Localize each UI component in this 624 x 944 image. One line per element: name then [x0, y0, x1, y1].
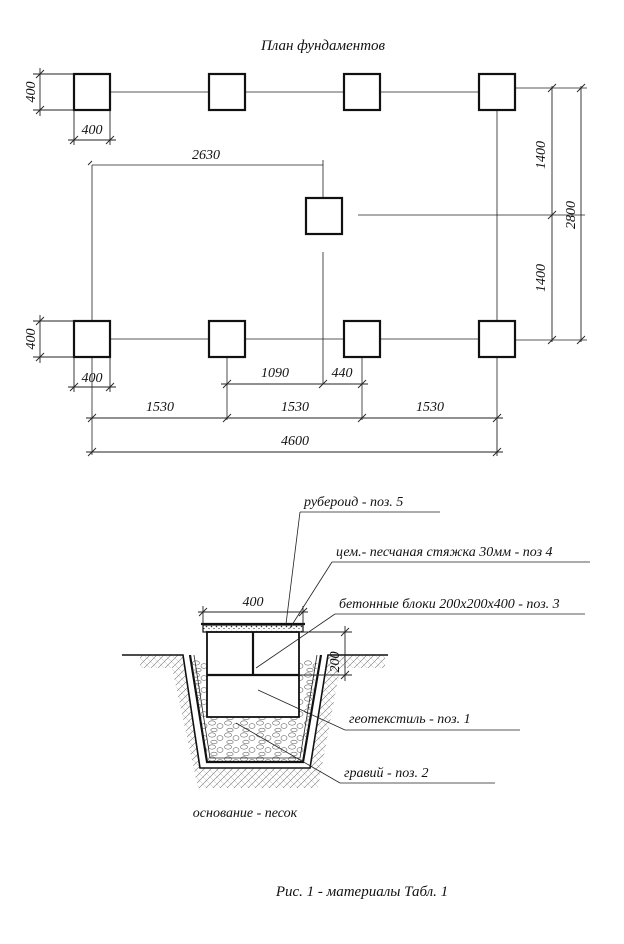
- pile-bottom-4: [477, 319, 517, 359]
- dim-pile-width-top: 400: [68, 110, 116, 145]
- dim-right-vertical: 1400 1400 2800: [534, 83, 586, 345]
- dim-offset-center: 2630: [87, 148, 220, 166]
- screed-layer: [202, 624, 304, 633]
- dim-section-width: 400: [198, 595, 308, 626]
- label-blocks: бетонные блоки 200х200х400 - поз. 3: [255, 597, 585, 669]
- svg-text:1530: 1530: [416, 400, 444, 415]
- pile-bottom-1: [72, 319, 112, 359]
- pile-center: [304, 196, 344, 236]
- svg-text:400: 400: [243, 595, 264, 610]
- svg-text:400: 400: [24, 329, 39, 350]
- svg-text:1400: 1400: [534, 264, 549, 292]
- foundation-plan: План фундаментов: [24, 38, 587, 457]
- pile-top-2: [207, 72, 247, 112]
- soil-hatch: [140, 655, 385, 788]
- dim-pile-height-bottom: 400: [24, 315, 74, 363]
- dim-pile-height-top: 400: [24, 68, 74, 116]
- svg-text:2800: 2800: [564, 201, 579, 229]
- concrete-blocks: [206, 631, 300, 718]
- pile-top-1: [72, 72, 112, 112]
- svg-text:2630: 2630: [192, 148, 220, 163]
- label-roofing: рубероид - поз. 5: [285, 495, 440, 625]
- svg-text:440: 440: [332, 366, 353, 381]
- dim-total-width: 4600: [86, 420, 503, 457]
- dim-spans: 1530 1530 1530: [86, 400, 503, 423]
- svg-text:400: 400: [82, 123, 103, 138]
- label-base: основание - песок: [193, 806, 298, 821]
- label-screed: цем.- песчаная стяжка 30мм - поз 4: [289, 545, 590, 629]
- svg-text:200: 200: [328, 652, 343, 673]
- label-geotextile: геотекстиль - поз. 1: [257, 689, 520, 731]
- plan-title: План фундаментов: [260, 38, 386, 54]
- pile-bottom-2: [207, 319, 247, 359]
- svg-text:рубероид - поз. 5: рубероид - поз. 5: [303, 495, 403, 510]
- label-gravel: гравий - поз. 2: [235, 722, 495, 784]
- svg-text:цем.- песчаная стяжка 30мм -: цем.- песчаная стяжка 30мм - поз 4: [336, 545, 553, 560]
- svg-text:гравий - поз. 2: гравий - поз. 2: [344, 766, 428, 781]
- svg-text:1400: 1400: [534, 141, 549, 169]
- pile-top-3: [342, 72, 382, 112]
- svg-text:1090: 1090: [261, 366, 289, 381]
- svg-text:4600: 4600: [281, 434, 309, 449]
- foundation-section: 400 200 рубероид - поз. 5 цем.- песчаная…: [122, 495, 590, 821]
- svg-text:400: 400: [24, 82, 39, 103]
- dim-section-height: 200: [299, 626, 352, 681]
- svg-text:геотекстиль - поз. 1: геотекстиль - поз. 1: [349, 712, 471, 727]
- geotextile-outline: [188, 654, 323, 764]
- svg-text:1530: 1530: [146, 400, 174, 415]
- pile-top-4: [477, 72, 517, 112]
- svg-text:400: 400: [82, 371, 103, 386]
- figure-caption: Рис. 1 - материалы Табл. 1: [275, 884, 448, 900]
- dim-pile-width-bottom: 400: [68, 357, 116, 392]
- ground-line: [122, 654, 388, 769]
- svg-text:1530: 1530: [281, 400, 309, 415]
- dim-center-offsets: 1090 440: [221, 366, 368, 389]
- svg-text:бетонные блоки 200х200х400 - п: бетонные блоки 200х200х400 - поз. 3: [339, 597, 560, 612]
- pile-bottom-3: [342, 319, 382, 359]
